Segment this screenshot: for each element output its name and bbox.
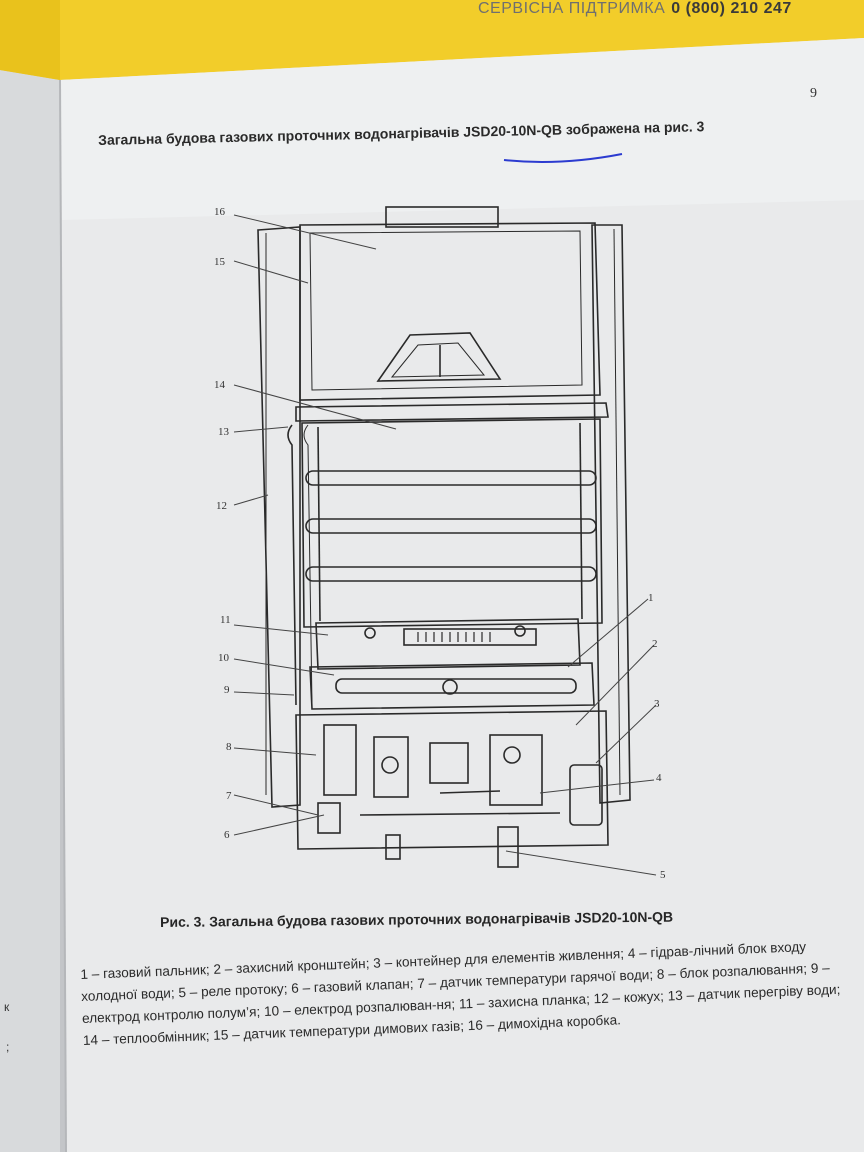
- legend-item: 10 – електрод розпалюван-ня;: [263, 996, 456, 1019]
- page-number: 9: [810, 86, 817, 101]
- heat-exchanger: [301, 418, 603, 628]
- support-phone: 0 (800) 210 247: [671, 0, 792, 17]
- callout-12: 12: [216, 500, 227, 512]
- callout-15: 15: [214, 256, 226, 268]
- legend-item: 14 – теплообмінник;: [82, 1028, 210, 1048]
- callout-13: 13: [218, 426, 230, 438]
- callout-6: 6: [224, 829, 230, 841]
- callout-11: 11: [220, 614, 231, 626]
- callout-4: 4: [656, 772, 662, 784]
- legend-item: 2 – захисний кронштейн;: [213, 955, 370, 977]
- callout-1: 1: [648, 592, 654, 604]
- legend-item: 11 – захисна планка;: [458, 991, 591, 1012]
- battery-container: [569, 764, 603, 826]
- bottom-assembly: [295, 710, 609, 850]
- callout-16: 16: [214, 206, 226, 218]
- flow-relay: [497, 826, 519, 868]
- legend-item: 5 – реле протоку;: [178, 981, 288, 1001]
- burner: [309, 662, 595, 710]
- left-pipe: [287, 424, 297, 706]
- casing-left: [257, 226, 301, 808]
- callout-14: 14: [214, 379, 226, 391]
- casing-right: [591, 224, 631, 804]
- callout-7: 7: [226, 790, 232, 802]
- vent: [376, 332, 502, 382]
- legend-item: 16 – димохідна коробка.: [467, 1012, 622, 1034]
- support-label: СЕРВІСНА ПІДТРИМКА: [478, 0, 666, 17]
- heater-diagram: 16 15 14 13 12 11 10 9 8 7 6 1 2 3 4 5: [214, 206, 666, 881]
- callout-9: 9: [224, 684, 230, 696]
- intro-model: JSD20-10N-QB: [463, 121, 563, 140]
- shield-plate: [315, 618, 581, 670]
- legend-item: 8 – блок розпалювання;: [656, 961, 808, 982]
- legend-item: 7 – датчик температури гарячої води;: [416, 967, 654, 992]
- support-header: СЕРВІСНА ПІДТРИМКА 0 (800) 210 247: [478, 0, 858, 24]
- legend-item: 12 – кожух;: [593, 988, 665, 1007]
- handwritten-underline: [503, 153, 623, 163]
- legend-item: 6 – газовий клапан;: [290, 976, 414, 996]
- margin-mark: ;: [6, 1040, 10, 1054]
- callout-2: 2: [652, 638, 658, 650]
- flue-top: [385, 206, 499, 228]
- heat-exchanger-top: [295, 402, 609, 422]
- legend-item: 1 – газовий пальник;: [80, 962, 210, 982]
- intro-suffix: зображена на рис. 3: [561, 118, 705, 138]
- callout-5: 5: [660, 869, 666, 881]
- callout-8: 8: [226, 741, 232, 753]
- flue-box: [299, 222, 601, 401]
- margin-mark: к: [4, 1000, 10, 1014]
- callout-3: 3: [654, 698, 660, 710]
- legend-item: 13 – датчик перегріву води;: [667, 981, 841, 1004]
- callout-10: 10: [218, 652, 230, 664]
